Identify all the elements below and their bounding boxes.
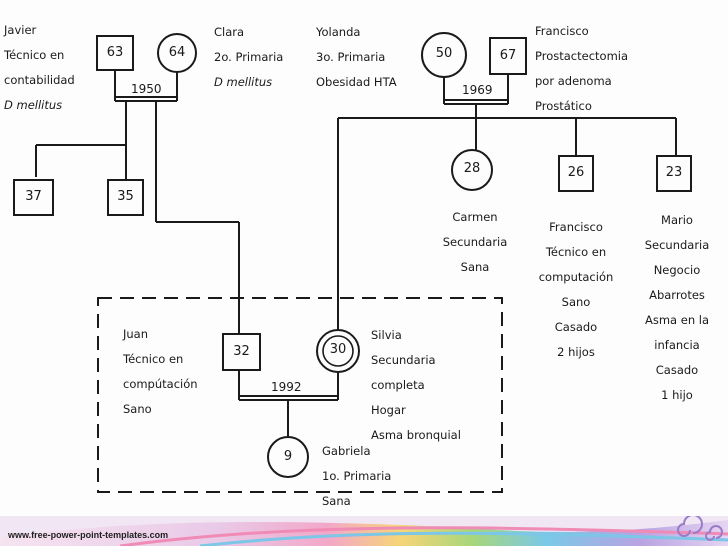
francisco-jr-age: 26 [559, 167, 593, 180]
juan-age: 32 [223, 346, 260, 359]
gabriela-age: 9 [268, 451, 308, 464]
francisco-jr-info: Francisco Técnico en computación Sano Ca… [530, 208, 622, 371]
yolanda-info: Yolanda 3o. Primaria Obesidad HTA [316, 13, 397, 101]
carmen-age: 28 [452, 163, 492, 176]
year-1969: 1969 [462, 84, 493, 97]
year-1950: 1950 [131, 83, 162, 96]
francisco-sr-age: 67 [490, 50, 526, 63]
silvia-age: 30 [323, 344, 353, 357]
francisco-sr-info: Francisco Prostactectomia por adenoma Pr… [535, 12, 628, 125]
year-1992: 1992 [271, 381, 302, 394]
mario-age: 23 [657, 167, 691, 180]
clara-age: 64 [158, 47, 196, 60]
mario-info: Mario Secundaria Negocio Abarrotes Asma … [632, 201, 722, 414]
javier-age: 63 [97, 47, 133, 60]
carmen-info: Carmen Secundaria Sana [430, 198, 520, 286]
javier-info: Javier Técnico en contabilidad D mellitu… [4, 11, 75, 124]
clara-info: Clara 2o. Primaria D mellitus [214, 13, 283, 101]
child-35-age: 35 [108, 191, 143, 204]
child-37-age: 37 [14, 191, 53, 204]
gabriela-info: Gabriela 1o. Primaria Sana [322, 432, 391, 520]
yolanda-age: 50 [422, 48, 466, 61]
footer-url: www.free-power-point-templates.com [8, 530, 168, 540]
juan-info: Juan Técnico en compútación Sano [123, 315, 198, 428]
